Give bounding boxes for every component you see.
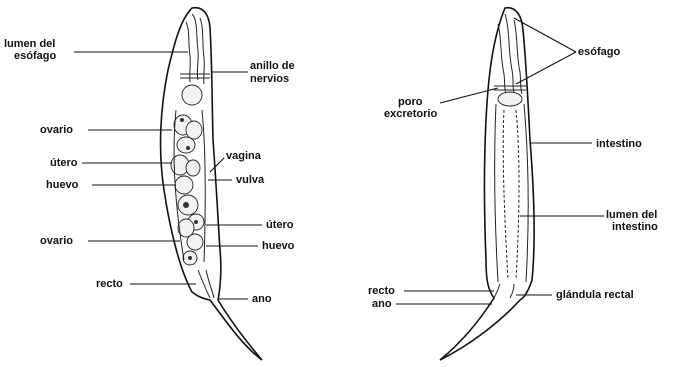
label-poro-excretorio-1: poro xyxy=(398,96,423,108)
label-ovario-top: ovario xyxy=(40,124,73,136)
label-intestino: intestino xyxy=(596,138,642,150)
label-ano-right: ano xyxy=(372,298,392,310)
label-lumen-esofago-1: lumen del xyxy=(4,38,55,50)
label-ano-left: ano xyxy=(252,293,272,305)
label-esofago: esófago xyxy=(578,46,620,58)
label-utero-left: útero xyxy=(50,157,78,169)
label-recto-left: recto xyxy=(96,278,123,290)
label-vulva: vulva xyxy=(236,174,265,186)
right-worm-drawing xyxy=(440,8,534,360)
label-ovario-bottom: ovario xyxy=(40,235,73,247)
label-poro-excretorio-2: excretorio xyxy=(384,108,437,120)
label-lumen-esofago-2: esófago xyxy=(14,50,56,62)
label-lumen-intestino-2: intestino xyxy=(612,221,658,233)
label-glandula-rectal: glándula rectal xyxy=(556,289,634,301)
label-anillo-nervios-1: anillo de xyxy=(250,60,295,72)
label-huevo-left: huevo xyxy=(46,179,79,191)
label-anillo-nervios-2: nervios xyxy=(250,73,289,85)
label-lumen-intestino-1: lumen del xyxy=(606,209,657,221)
label-utero-right: útero xyxy=(266,219,294,231)
label-vagina: vagina xyxy=(226,150,262,162)
label-recto-right: recto xyxy=(368,285,395,297)
right-worm-body xyxy=(440,8,534,360)
label-huevo-right: huevo xyxy=(262,240,295,252)
female-labels: lumen del esófago anillo de nervios ovar… xyxy=(4,38,295,305)
